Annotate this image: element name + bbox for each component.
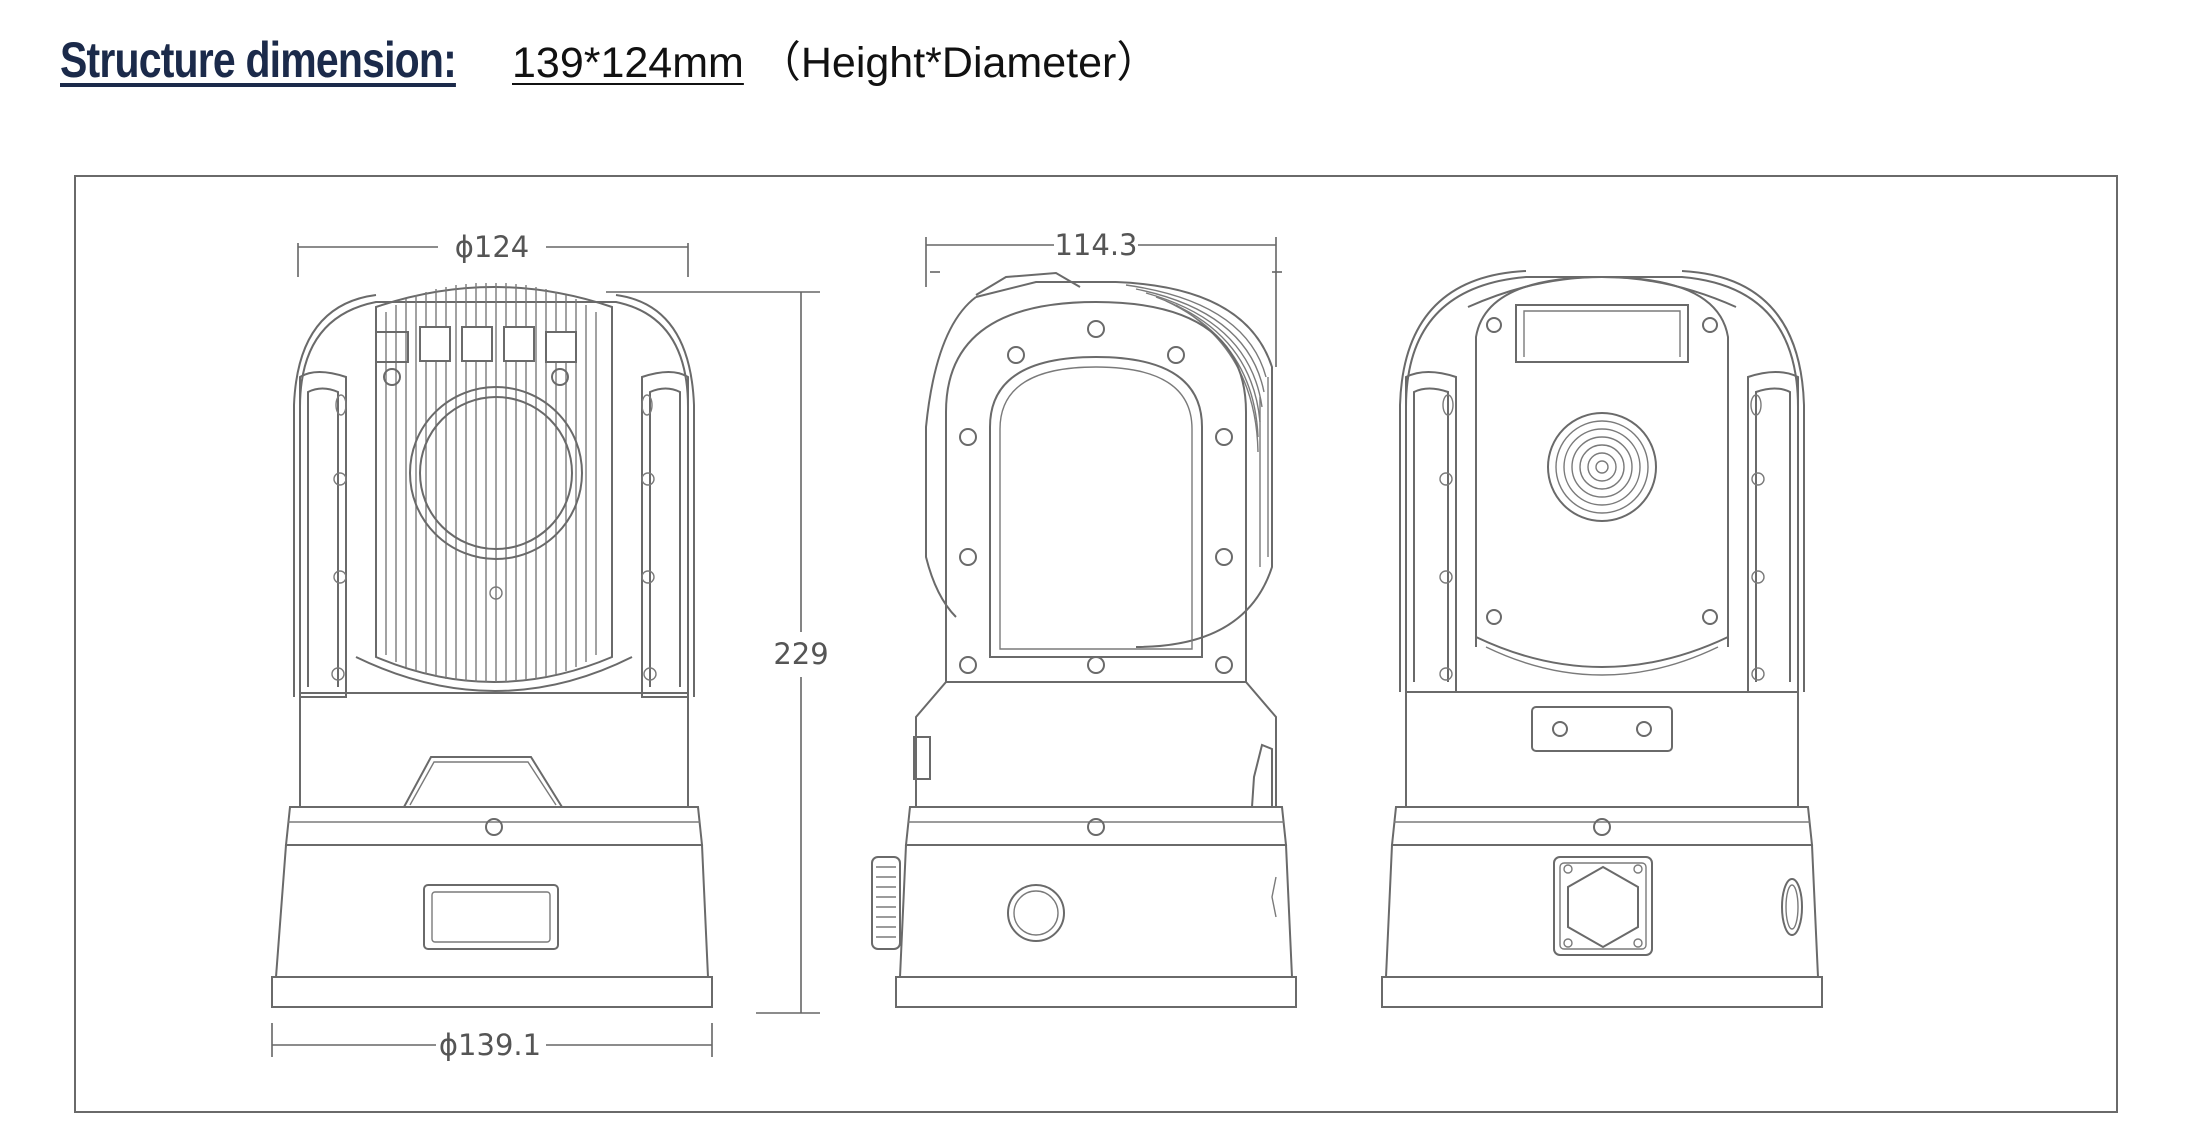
- dim-front-top-diameter: ϕ124: [455, 230, 529, 264]
- dim-front-bottom-diameter: ϕ139.1: [439, 1028, 541, 1062]
- back-view: [1381, 270, 1823, 1008]
- dim-side-depth: 114.3: [1054, 228, 1137, 262]
- dim-overall-height: 229: [773, 637, 828, 671]
- heading-value: 139*124mm: [512, 39, 744, 87]
- front-view: ϕ124: [271, 230, 829, 1062]
- heading-label: Structure dimension:: [60, 32, 457, 88]
- heading-note: （Height*Diameter）: [757, 39, 1160, 87]
- technical-drawing-frame: ϕ124: [74, 175, 2118, 1113]
- side-view: 114.3: [871, 228, 1297, 1008]
- structure-dimension-heading: Structure dimension: 139*124mm （Height*D…: [60, 28, 1159, 98]
- technical-drawing: ϕ124: [271, 228, 1823, 1062]
